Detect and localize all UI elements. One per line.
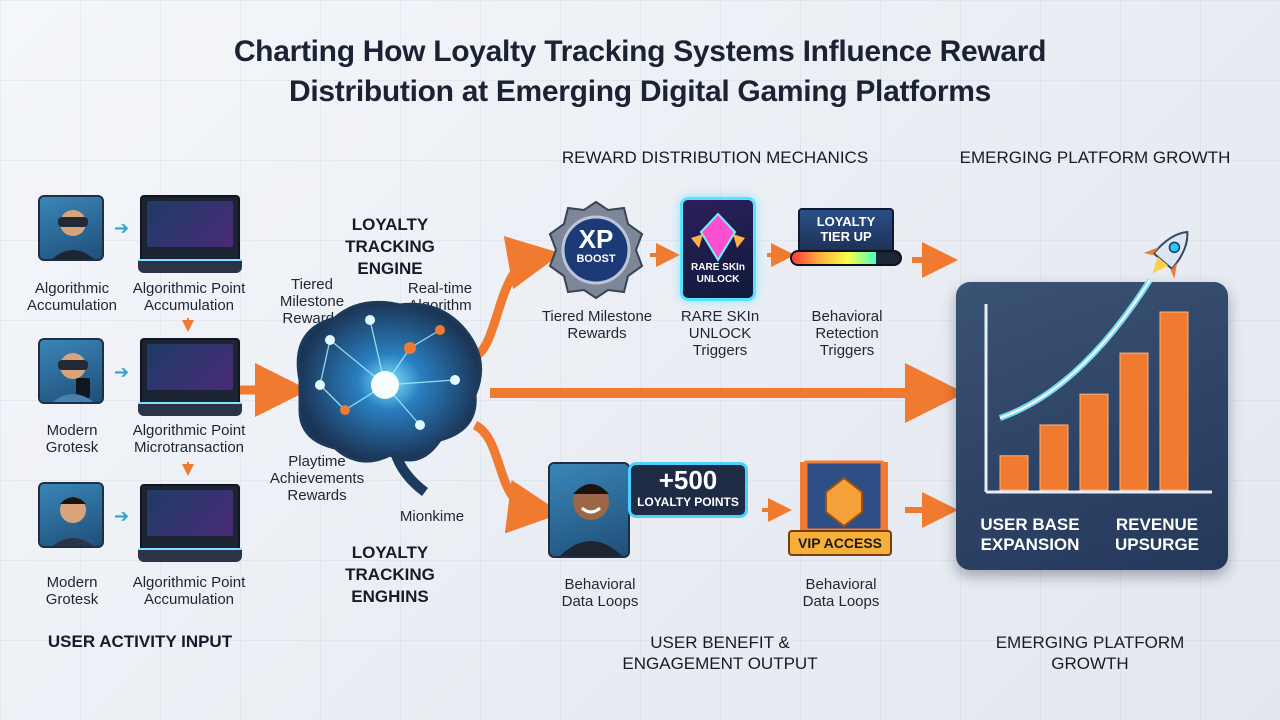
- growth-bar-5: [1159, 311, 1189, 491]
- user-avatar-vr-2: [38, 338, 104, 404]
- section-benefit-output: USER BENEFIT &ENGAGEMENT OUTPUT: [622, 633, 818, 673]
- xp-boost-badge: XP BOOST: [576, 224, 616, 265]
- arrow-right-icon: ➔: [114, 506, 130, 526]
- gaming-laptop-3: [138, 484, 242, 562]
- section-platform-growth-top: EMERGING PLATFORM GROWTH: [959, 148, 1231, 167]
- rocket-icon: [1143, 230, 1189, 279]
- section-reward-mechanics: REWARD DISTRIBUTION MECHANICS: [561, 148, 869, 167]
- arrow-right-icon: ➔: [114, 362, 130, 382]
- growth-bar-1: [999, 455, 1029, 491]
- loyalty-points-badge: +500 LOYALTY POINTS: [628, 462, 748, 518]
- vip-access-badge: VIP ACCESS: [788, 530, 892, 556]
- page-title: Charting How Loyalty Tracking Systems In…: [233, 35, 1047, 108]
- arrow-engine-to-output: [472, 420, 562, 534]
- gaming-laptop-2: [138, 338, 242, 416]
- smiling-user-avatar: [548, 462, 630, 558]
- arrow-right-icon: ➔: [114, 218, 130, 238]
- section-user-activity-input: USER ACTIVITY INPUT: [47, 632, 233, 651]
- growth-bar-2: [1039, 424, 1069, 491]
- user-avatar-vr-1: [38, 195, 104, 261]
- gaming-laptop-1: [138, 195, 242, 273]
- growth-bar-4: [1119, 352, 1149, 491]
- tier-progress-bar: [790, 250, 902, 266]
- growth-bar-3: [1079, 393, 1109, 491]
- user-avatar-3: [38, 482, 104, 548]
- engine-misc-label: Mionkime: [399, 508, 465, 525]
